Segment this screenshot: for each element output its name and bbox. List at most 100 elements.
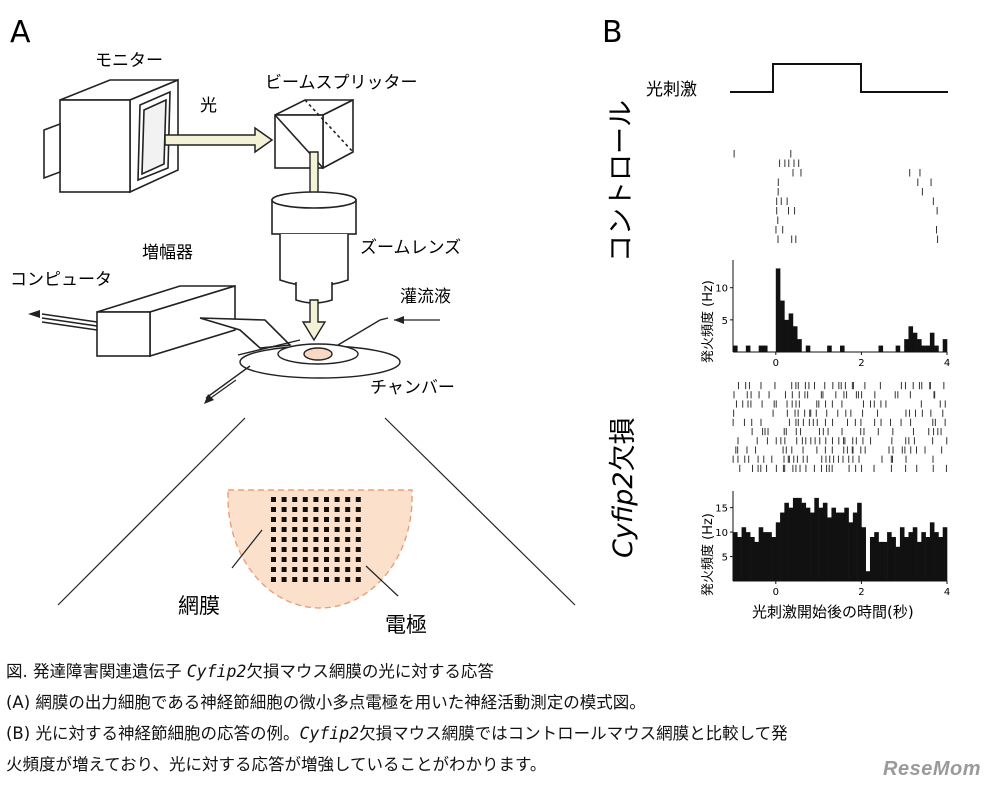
caption-line-3: (B) 光に対する神経節細胞の応答の例。Cyfip2欠損マウス網膜ではコントロー… (6, 723, 788, 745)
electrode-dot (355, 517, 361, 522)
y-tick-label: 10 (715, 528, 728, 539)
histogram-bar (827, 345, 832, 352)
caption-line-1-before: 図. 発達障害関連遺伝子 (6, 662, 182, 681)
histogram-bar (758, 527, 764, 581)
histogram-bar (737, 537, 742, 581)
electrode-dot (292, 577, 298, 582)
histogram-bar (917, 339, 922, 352)
electrode-dot (271, 547, 276, 552)
light-arrow (164, 126, 274, 154)
knockout-label: Cyfip2欠損 (608, 417, 639, 558)
knockout-label-italic: Cyfip2 (608, 471, 639, 558)
histogram-bar (848, 522, 854, 581)
histogram-bar (878, 345, 884, 352)
caption-line-1-italic: Cyfip2 (186, 662, 247, 681)
electrode-dot (302, 547, 308, 552)
y-tick-label: 5 (722, 316, 728, 327)
histogram-bar (827, 517, 832, 581)
histogram-bar (895, 546, 901, 581)
histogram-bar (758, 345, 764, 352)
electrode-dot (302, 497, 308, 502)
histogram-bar (784, 319, 789, 352)
histogram-bar (814, 497, 819, 581)
histogram-bar (771, 537, 777, 581)
caption-line-3-after: 欠損マウス網膜ではコントロールマウス網膜と比較して発 (359, 724, 788, 743)
histogram-bar (822, 502, 828, 581)
electrode-dot (324, 557, 329, 562)
histogram-bar (921, 345, 926, 352)
electrode-dot (271, 497, 276, 502)
raster-knockout (732, 382, 948, 472)
electrode-dot (324, 497, 329, 502)
electrode-dot (292, 567, 298, 572)
electrode-dot (324, 567, 329, 572)
perfusion-label: 灌流液 (400, 287, 451, 307)
electrode-dot (324, 537, 329, 542)
electrode-dot (324, 577, 329, 582)
electrode-dot (292, 557, 298, 562)
electrode-dot (281, 547, 287, 552)
histogram-bar (745, 532, 751, 581)
histogram-bar (929, 332, 935, 352)
histogram-bar (733, 345, 738, 352)
histogram-bar (917, 541, 922, 581)
zoom-guide-left (57, 417, 246, 606)
ylabel-knockout: 発火頻度 (Hz) (700, 513, 716, 596)
histogram-bar (908, 532, 914, 581)
histogram-bar (741, 527, 747, 581)
electrode-dot (302, 507, 308, 512)
electrode-dot (334, 507, 340, 512)
electrode-dot (334, 497, 340, 502)
electrode-dot (345, 577, 351, 582)
histogram-bar (792, 497, 798, 581)
electrode-pointer (365, 565, 399, 597)
electrode-dot (345, 537, 351, 542)
electrode-grid (271, 497, 361, 582)
electrode-dot (302, 537, 308, 542)
electrode-dot (313, 517, 319, 522)
electrode-dot (324, 527, 329, 532)
electrode-dot (324, 507, 329, 512)
raster-control (733, 150, 939, 243)
histogram-bar (775, 522, 781, 581)
histogram-bar (861, 527, 866, 581)
monitor-label: モニター (95, 51, 163, 71)
control-label: コントロール (606, 100, 637, 262)
histogram-bar (754, 541, 759, 581)
histogram-bar (899, 527, 905, 581)
resemom-logo: ReseMom (883, 758, 981, 780)
electrode-dot (313, 557, 319, 562)
histogram-bar (934, 532, 939, 581)
zoom-lens-label: ズームレンズ (360, 238, 461, 258)
electrode-dot (292, 547, 298, 552)
electrode-dot (313, 507, 319, 512)
histogram-bar (891, 537, 896, 581)
histogram-bar (840, 512, 845, 581)
stimulus-label: 光刺激 (646, 80, 697, 100)
electrode-dot (313, 577, 319, 582)
histogram-bar (818, 507, 824, 581)
electrode-dot (292, 527, 298, 532)
electrode-dot (271, 507, 276, 512)
electrode-dot (345, 547, 351, 552)
computer-output-arrow (28, 310, 40, 318)
light-to-chamber-arrow (301, 299, 327, 342)
knockout-label-rest: 欠損 (608, 417, 639, 471)
caption-line-4: 火頻度が増えており、光に対する応答が増強していることがわかります。 (6, 755, 547, 774)
histogram-bar (912, 332, 918, 352)
y-tick-label: 5 (722, 553, 728, 564)
histogram-bar (788, 313, 794, 352)
x-tick-label: 2 (858, 358, 864, 369)
caption-line-2: (A) 網膜の出力細胞である神経節細胞の微小多点電極を用いた神経活動測定の模式図… (6, 693, 646, 712)
electrode-dot (281, 567, 287, 572)
histogram-bar (762, 345, 768, 352)
electrode-dot (292, 537, 298, 542)
electrode-dot (334, 547, 340, 552)
electrode-dot (271, 537, 276, 542)
histogram-bar (835, 512, 841, 581)
histogram-bar (805, 507, 811, 581)
electrode-dot (355, 497, 361, 502)
retina-shape (227, 489, 413, 609)
histogram-bar (904, 339, 909, 352)
histogram-bar (788, 507, 794, 581)
